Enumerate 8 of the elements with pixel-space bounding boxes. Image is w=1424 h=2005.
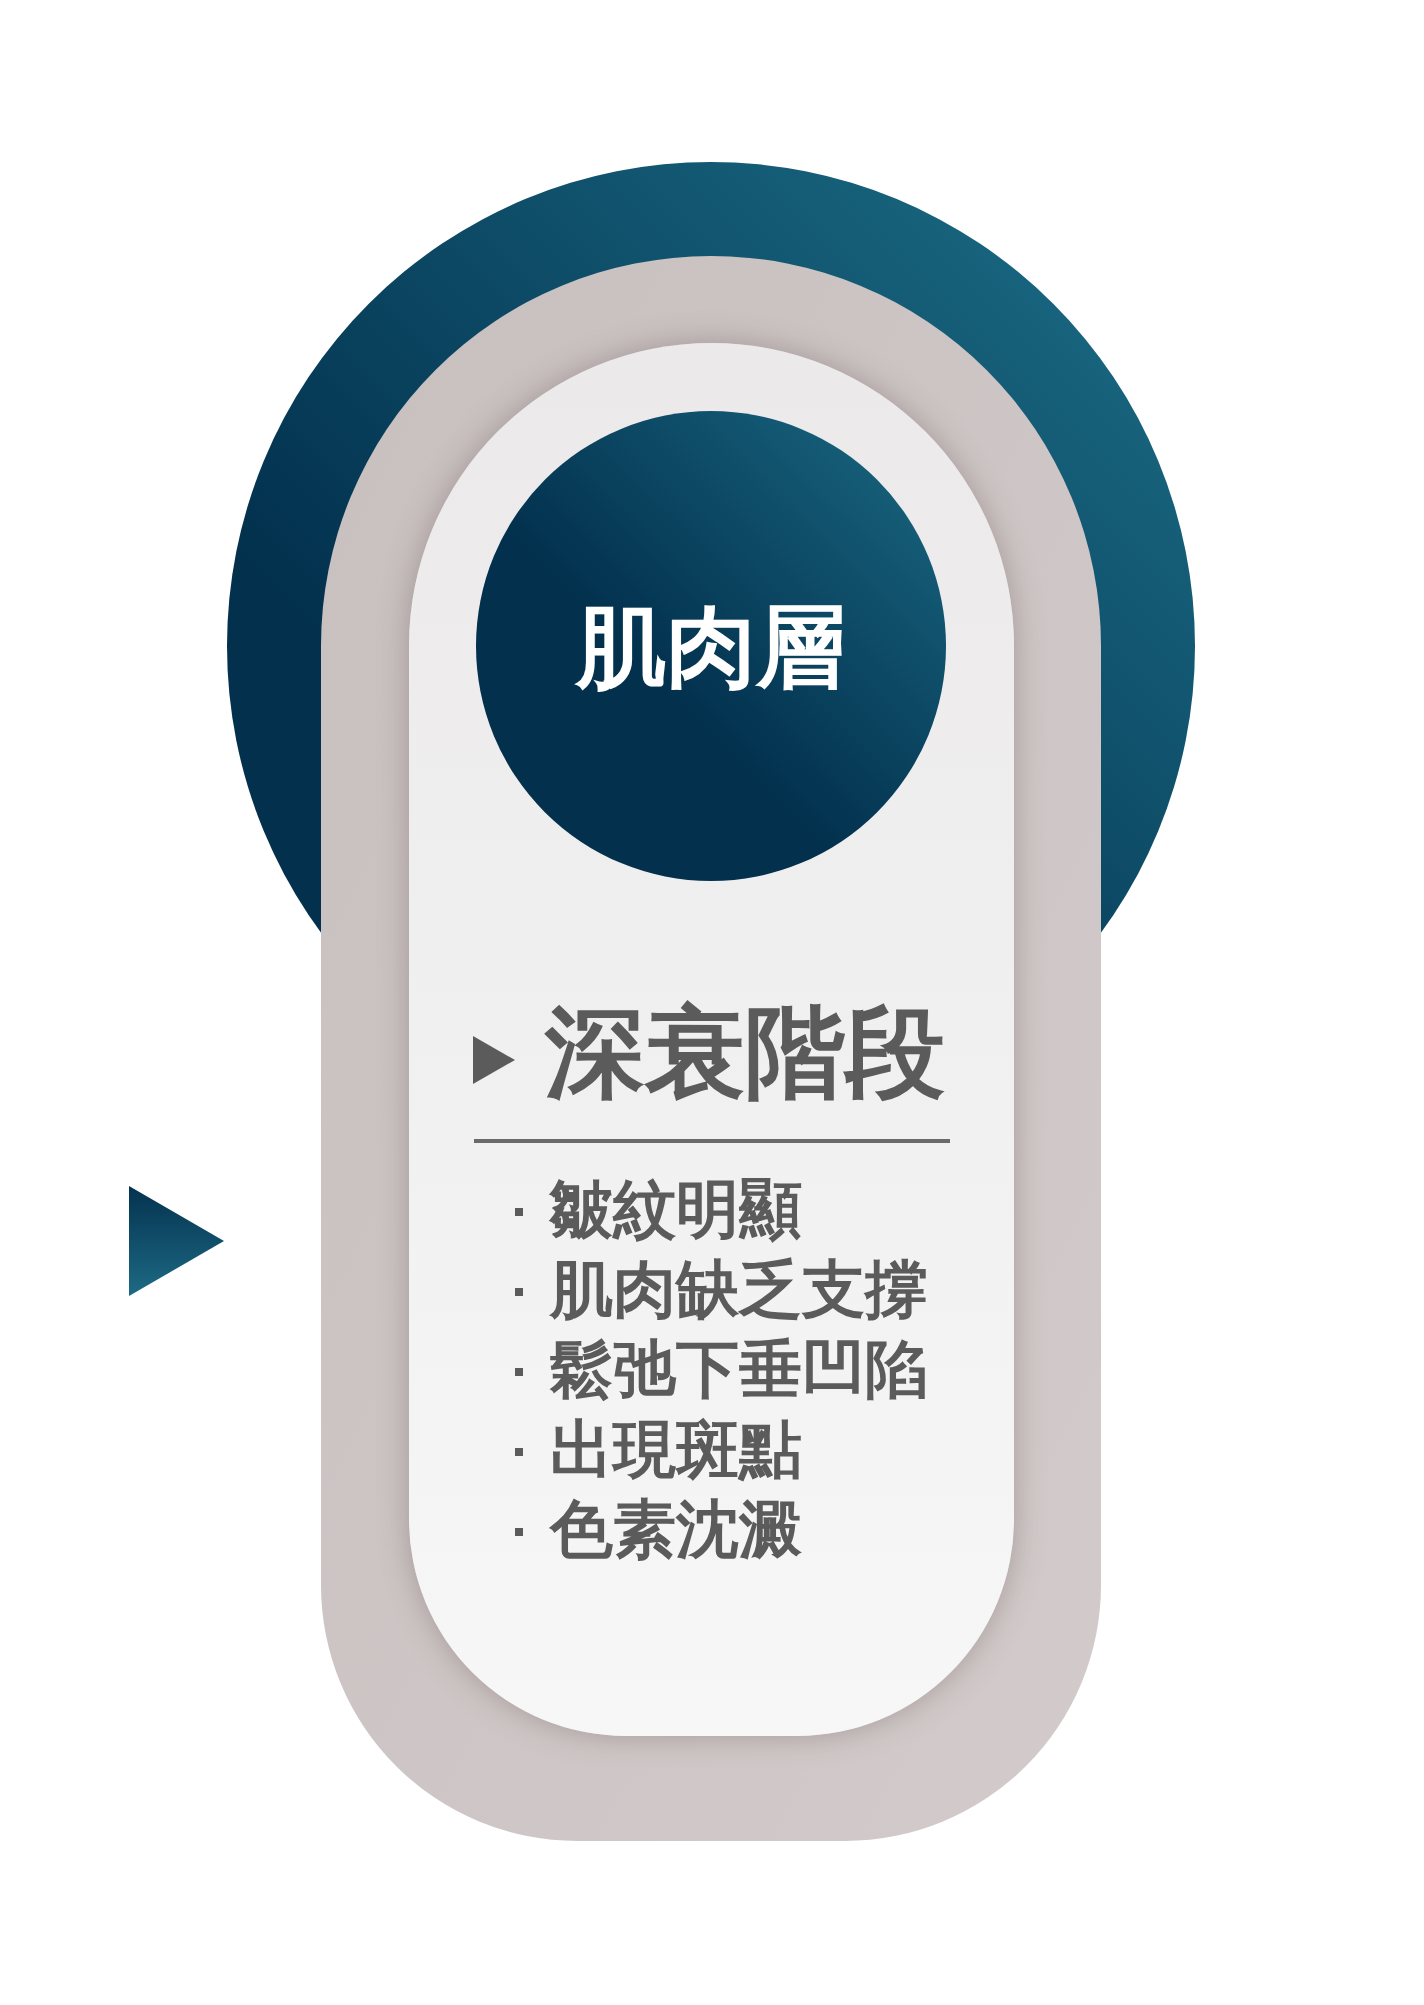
title-text: 肌肉層 [576,596,846,696]
list-item: 皺紋明顯 [550,1172,802,1248]
list-item: 肌肉缺乏支撐 [550,1252,928,1328]
heading: 深衰階段 [545,993,945,1113]
list-item: 色素沈澱 [550,1492,802,1568]
list-item: 鬆弛下垂凹陷 [550,1332,928,1408]
list-item: 出現斑點 [550,1412,802,1488]
pointer-triangle [129,1186,224,1296]
